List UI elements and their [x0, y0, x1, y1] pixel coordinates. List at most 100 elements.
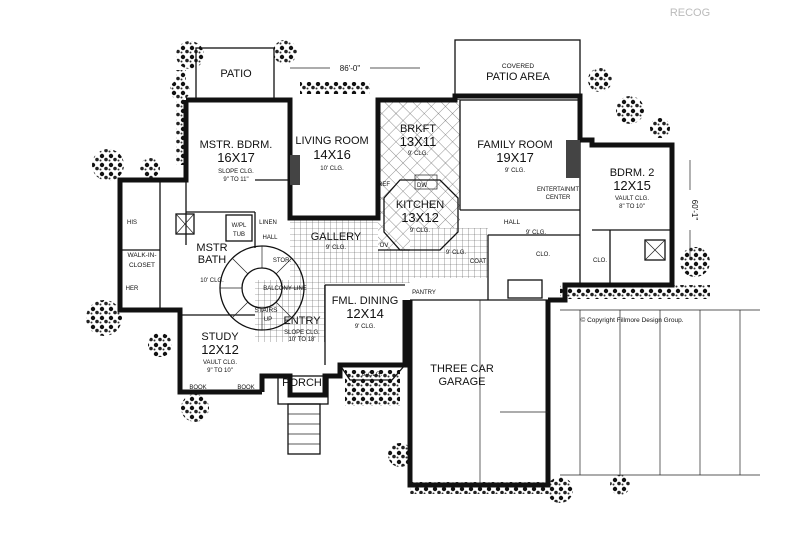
bedroom2-name: BDRM. 2	[610, 167, 655, 179]
garage-line2: GARAGE	[438, 376, 485, 388]
copyright-text: © Copyright Fillmore Design Group.	[580, 316, 683, 324]
entry-note2: 10' TO 18'	[288, 337, 315, 343]
hall-label: HALL	[262, 235, 278, 241]
entertainment-line2: CENTER	[546, 195, 571, 201]
covered-patio-line2: PATIO AREA	[486, 71, 550, 83]
up-label: UP	[264, 317, 272, 323]
shrub-bed-top	[300, 82, 370, 94]
patio-label: PATIO	[220, 68, 252, 80]
shrub-bed-left-top	[176, 70, 186, 165]
bath-tub	[225, 214, 253, 242]
tree-right-1	[588, 68, 612, 92]
tree-left-4	[148, 333, 172, 357]
entry-note1: SLOPE CLG.	[284, 330, 320, 336]
study-name: STUDY	[201, 331, 239, 343]
book-label-left: BOOK	[189, 385, 206, 391]
master-bath-note: 10' CLG.	[200, 278, 224, 284]
clo-label-2: CLO.	[593, 258, 607, 264]
breakfast-note: 9' CLG.	[408, 151, 428, 157]
book-label-right: BOOK	[237, 385, 254, 391]
master-bedroom-note1: SLOPE CLG.	[218, 169, 254, 175]
width-dimension: 86'-0"	[340, 64, 361, 73]
master-bath-line1: MSTR	[196, 242, 227, 254]
tree-top-left	[176, 41, 204, 69]
closet-her: HER	[126, 286, 139, 292]
clo-label-1: CLO.	[536, 252, 550, 258]
shrub-bed-right	[560, 285, 710, 299]
hall-right-note: 9' CLG.	[526, 230, 546, 236]
clg-label-hall: 9' CLG.	[446, 250, 466, 256]
tree-left-3	[86, 300, 122, 336]
tree-bottom-right	[547, 477, 573, 503]
tree-bottom-right-2	[610, 475, 630, 495]
dining-bay	[339, 364, 406, 381]
family-room-name: FAMILY ROOM	[477, 139, 552, 151]
fireplace-living	[290, 155, 300, 185]
kitchen-size: 13X12	[401, 210, 439, 225]
closet-line2: CLOSET	[129, 262, 155, 269]
dimension-depth: 60'-1"	[689, 160, 699, 260]
spiral-staircase	[219, 245, 305, 331]
bedroom2-size: 12X15	[613, 178, 651, 193]
entry-tile	[255, 280, 325, 342]
bdrm2-shower	[644, 239, 666, 261]
porch-name: PORCH	[282, 377, 322, 389]
covered-patio-outline	[454, 39, 581, 101]
breakfast-size: 13X11	[400, 134, 437, 149]
tree-right-2	[616, 96, 644, 124]
master-bedroom-name: MSTR. BDRM.	[200, 139, 273, 151]
tree-left-1	[92, 149, 124, 181]
tree-right-3	[650, 118, 670, 138]
tree-bottom-left	[181, 394, 209, 422]
bedroom2-note2: 8" TO 10"	[619, 204, 645, 210]
kitchen-counter	[414, 174, 438, 190]
study-note2: 9" TO 10"	[207, 368, 233, 374]
covered-patio-line1: COVERED	[502, 63, 534, 70]
breakfast-name: BRKFT	[400, 123, 436, 135]
depth-dimension: 60'-1"	[690, 200, 699, 221]
bedroom2-note1: VAULT CLG.	[615, 196, 649, 202]
ref-label: REF	[378, 182, 390, 188]
laundry-box	[507, 279, 543, 299]
balcony-line-label: BALCONY LINE	[263, 286, 307, 292]
coat-label: COAT	[470, 259, 487, 265]
living-room-note: 10' CLG.	[320, 166, 344, 172]
tree-left-2	[140, 158, 160, 178]
tree-bottom-center-2	[388, 443, 412, 467]
kitchen-island	[383, 179, 459, 251]
walk-lines	[288, 413, 320, 445]
kitchen-note: 9' CLG.	[410, 228, 430, 234]
kitchen-name: KITCHEN	[396, 199, 444, 211]
shower-box	[175, 213, 195, 235]
gallery-note: 9' CLG.	[326, 245, 346, 251]
family-room-size: 19X17	[496, 150, 534, 165]
study-size: 12X12	[201, 342, 239, 357]
watermark: RECOG	[670, 7, 710, 19]
hall-tile	[410, 228, 488, 278]
bay-clg-label: 8' CLG.	[362, 372, 382, 378]
master-bedroom-size: 16X17	[217, 150, 255, 165]
ov-label: OV	[380, 243, 389, 249]
pantry-label: PANTRY	[412, 290, 436, 296]
dining-note: 9' CLG.	[355, 324, 375, 330]
dimension-width: 86'-0"	[290, 64, 420, 73]
family-room-note: 9' CLG.	[505, 168, 525, 174]
entry-name: ENTRY	[283, 315, 321, 327]
fireplace-family	[566, 140, 580, 178]
shrub-bed-porch	[345, 370, 400, 406]
hall-right-name: HALL	[504, 219, 521, 226]
master-bedroom-note2: 9" TO 11"	[223, 177, 248, 183]
dining-size: 12X14	[346, 306, 384, 321]
driveway	[560, 309, 760, 476]
interior-walls	[120, 100, 672, 365]
linen-label: LINEN	[259, 220, 277, 226]
stor-label: STOR.	[273, 258, 292, 264]
tub-line2: TUB	[233, 232, 245, 238]
living-room-name: LIVING ROOM	[295, 135, 368, 147]
dw-label: DW	[417, 183, 427, 189]
tub-line1: W/PL	[232, 223, 247, 229]
landscaping	[86, 40, 710, 503]
closet-line1: WALK-IN-	[127, 252, 156, 259]
tree-top-left-2	[273, 40, 297, 64]
dining-name: FML. DINING	[332, 295, 399, 307]
